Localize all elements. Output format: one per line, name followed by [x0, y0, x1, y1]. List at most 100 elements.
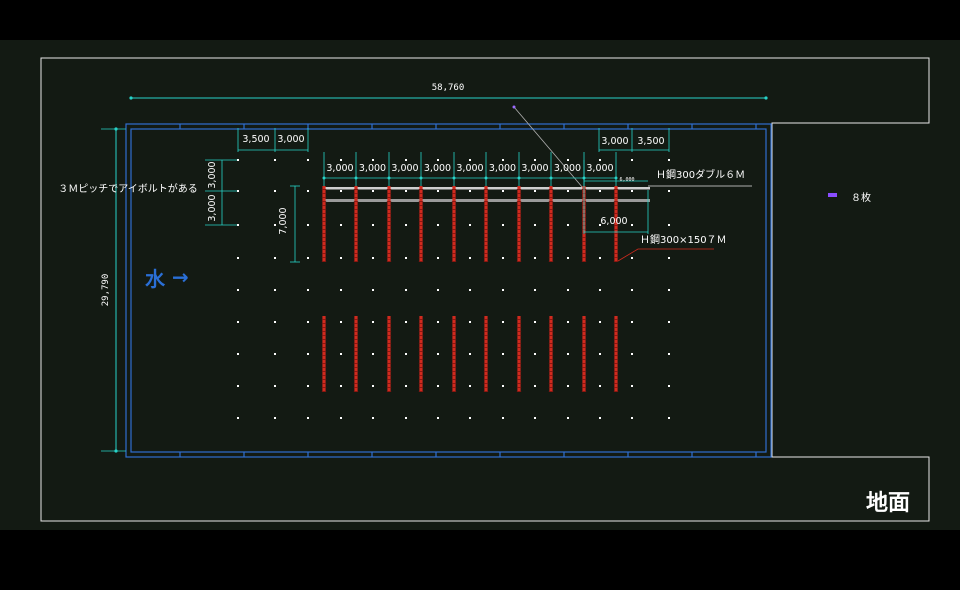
h-beam-rib — [386, 355, 392, 356]
h-beam-rib — [386, 197, 392, 198]
h-beam-rib — [321, 367, 327, 368]
anchor-point — [405, 257, 407, 259]
h-beam — [387, 186, 391, 262]
h-beam-rib — [353, 197, 359, 198]
anchor-point — [567, 385, 569, 387]
water-label: 水 — [145, 267, 166, 291]
anchor-point — [599, 190, 601, 192]
h-beam-rib — [386, 327, 392, 328]
pitch-dim-dot — [614, 176, 618, 180]
h-beam-rib — [483, 253, 489, 254]
h-beam-rib — [321, 237, 327, 238]
h-beam-rib — [483, 327, 489, 328]
anchor-point — [372, 190, 374, 192]
h-beam-rib — [418, 323, 424, 324]
anchor-point — [237, 289, 239, 291]
h-beam-rib — [418, 197, 424, 198]
h-beam-rib — [353, 189, 359, 190]
h-beam-rib — [321, 375, 327, 376]
overall-height-dimension: 29,790 — [101, 127, 126, 453]
h-beam-rib — [451, 367, 457, 368]
h-beam-rib — [321, 355, 327, 356]
h-beam-rib — [418, 355, 424, 356]
h-beam-rib — [613, 351, 619, 352]
h-beam-rib — [418, 205, 424, 206]
h-beam-rib — [483, 319, 489, 320]
frame-ticks — [179, 124, 757, 457]
h-beam-rib — [516, 249, 522, 250]
h-beam-rib — [613, 331, 619, 332]
h-beam-rib — [516, 245, 522, 246]
h-beam-rib — [548, 379, 554, 380]
h-beam-rib — [581, 343, 587, 344]
h-beam-rib — [321, 371, 327, 372]
anchor-point — [534, 257, 536, 259]
h-beam-rib — [516, 367, 522, 368]
anchor-point — [274, 159, 276, 161]
h-beam-rib — [386, 347, 392, 348]
anchor-point — [668, 417, 670, 419]
h-beam-rib — [451, 257, 457, 258]
h-beam-rib — [386, 233, 392, 234]
h-beam-rib — [451, 383, 457, 384]
h-beam-rib — [451, 237, 457, 238]
anchor-point — [372, 159, 374, 161]
h-beam-rib — [386, 371, 392, 372]
h-beam-rib — [483, 245, 489, 246]
anchor-point — [534, 289, 536, 291]
h-beam-rib — [581, 391, 587, 392]
h-beam-rib — [386, 213, 392, 214]
h-beam-rib — [483, 363, 489, 364]
cad-drawing: 58,760 29,790 3,500 3,000 3,000 3,500 3,… — [40, 57, 930, 522]
anchor-point — [631, 289, 633, 291]
h-beam-rib — [516, 391, 522, 392]
h-beam-rib — [613, 327, 619, 328]
h-beam-rib — [516, 327, 522, 328]
h-beam-rib — [321, 323, 327, 324]
h-beam-rib — [451, 347, 457, 348]
h-beam-rib — [581, 387, 587, 388]
h-beam-rib — [418, 217, 424, 218]
h-beam-rib — [418, 351, 424, 352]
h-beam-rib — [516, 253, 522, 254]
h-beam-rib — [483, 225, 489, 226]
h-beam-rib — [613, 221, 619, 222]
h-beam-rib — [613, 335, 619, 336]
pitch-dim-dot — [419, 176, 423, 180]
anchor-point — [237, 353, 239, 355]
h-beam-rib — [516, 225, 522, 226]
h-beam-rib — [353, 233, 359, 234]
h-beam-rib — [613, 375, 619, 376]
h-beam-rib — [418, 379, 424, 380]
h-beam-rib — [418, 193, 424, 194]
h-beam-rib — [613, 209, 619, 210]
h-beam-rib — [451, 233, 457, 234]
h-beam — [484, 186, 488, 262]
dim-6000: 6,000 — [600, 216, 627, 227]
h-beam-rib — [548, 319, 554, 320]
anchor-point — [340, 224, 342, 226]
h-beam — [387, 316, 391, 392]
h-beam-rib — [321, 363, 327, 364]
top-left-dimensions — [237, 128, 309, 152]
anchor-point — [469, 321, 471, 323]
h-beam-rib — [581, 245, 587, 246]
h-beam-rib — [548, 213, 554, 214]
h-beam-rib — [581, 261, 587, 262]
h-beam-rib — [581, 241, 587, 242]
h-beam-rib — [581, 375, 587, 376]
anchor-point — [274, 385, 276, 387]
h-beam-rib — [548, 343, 554, 344]
h-beam-rib — [418, 233, 424, 234]
h-beam-rib — [386, 331, 392, 332]
anchor-point — [437, 289, 439, 291]
anchor-point — [668, 257, 670, 259]
h-beam-rib — [321, 327, 327, 328]
h-beam-rib — [321, 391, 327, 392]
h-beam-rib — [516, 363, 522, 364]
anchor-point — [599, 159, 601, 161]
h-beam-rib — [418, 261, 424, 262]
h-beam-rib — [516, 335, 522, 336]
anchor-point — [567, 190, 569, 192]
